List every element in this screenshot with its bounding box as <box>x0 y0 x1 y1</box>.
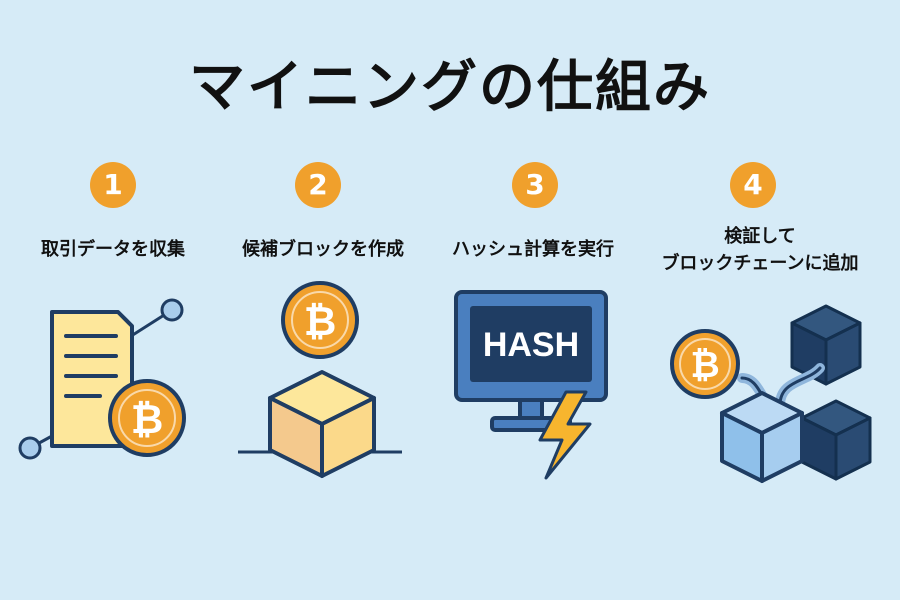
page-title: マイニングの仕組み <box>189 55 711 120</box>
bitcoin-coin-icon: ₿ <box>281 281 359 359</box>
blockchain-icon <box>720 304 872 483</box>
step-4-label-line2: ブロックチェーンに追加 <box>661 253 859 274</box>
step-3-label: ハッシュ計算を実行 <box>452 239 614 260</box>
step-4-label-line1: 検証して <box>724 226 796 247</box>
step-2-label: 候補ブロックを作成 <box>242 239 404 260</box>
lightning-icon <box>538 390 592 480</box>
step-1-number: 1 <box>90 162 136 208</box>
hash-text: HASH <box>483 326 579 364</box>
step-1-label: 取引データを収集 <box>41 239 185 260</box>
coin-symbol: ₿ <box>690 345 719 386</box>
box-icon <box>238 370 402 478</box>
bitcoin-coin-icon: ₿ <box>108 379 186 457</box>
step-4-number: 4 <box>730 162 776 208</box>
monitor-icon: HASH <box>454 290 608 432</box>
bitcoin-coin-icon: ₿ <box>670 329 740 399</box>
step-3-number: 3 <box>512 162 558 208</box>
coin-symbol: ₿ <box>131 397 164 443</box>
step-2-number: 2 <box>295 162 341 208</box>
coin-symbol: ₿ <box>304 299 337 345</box>
